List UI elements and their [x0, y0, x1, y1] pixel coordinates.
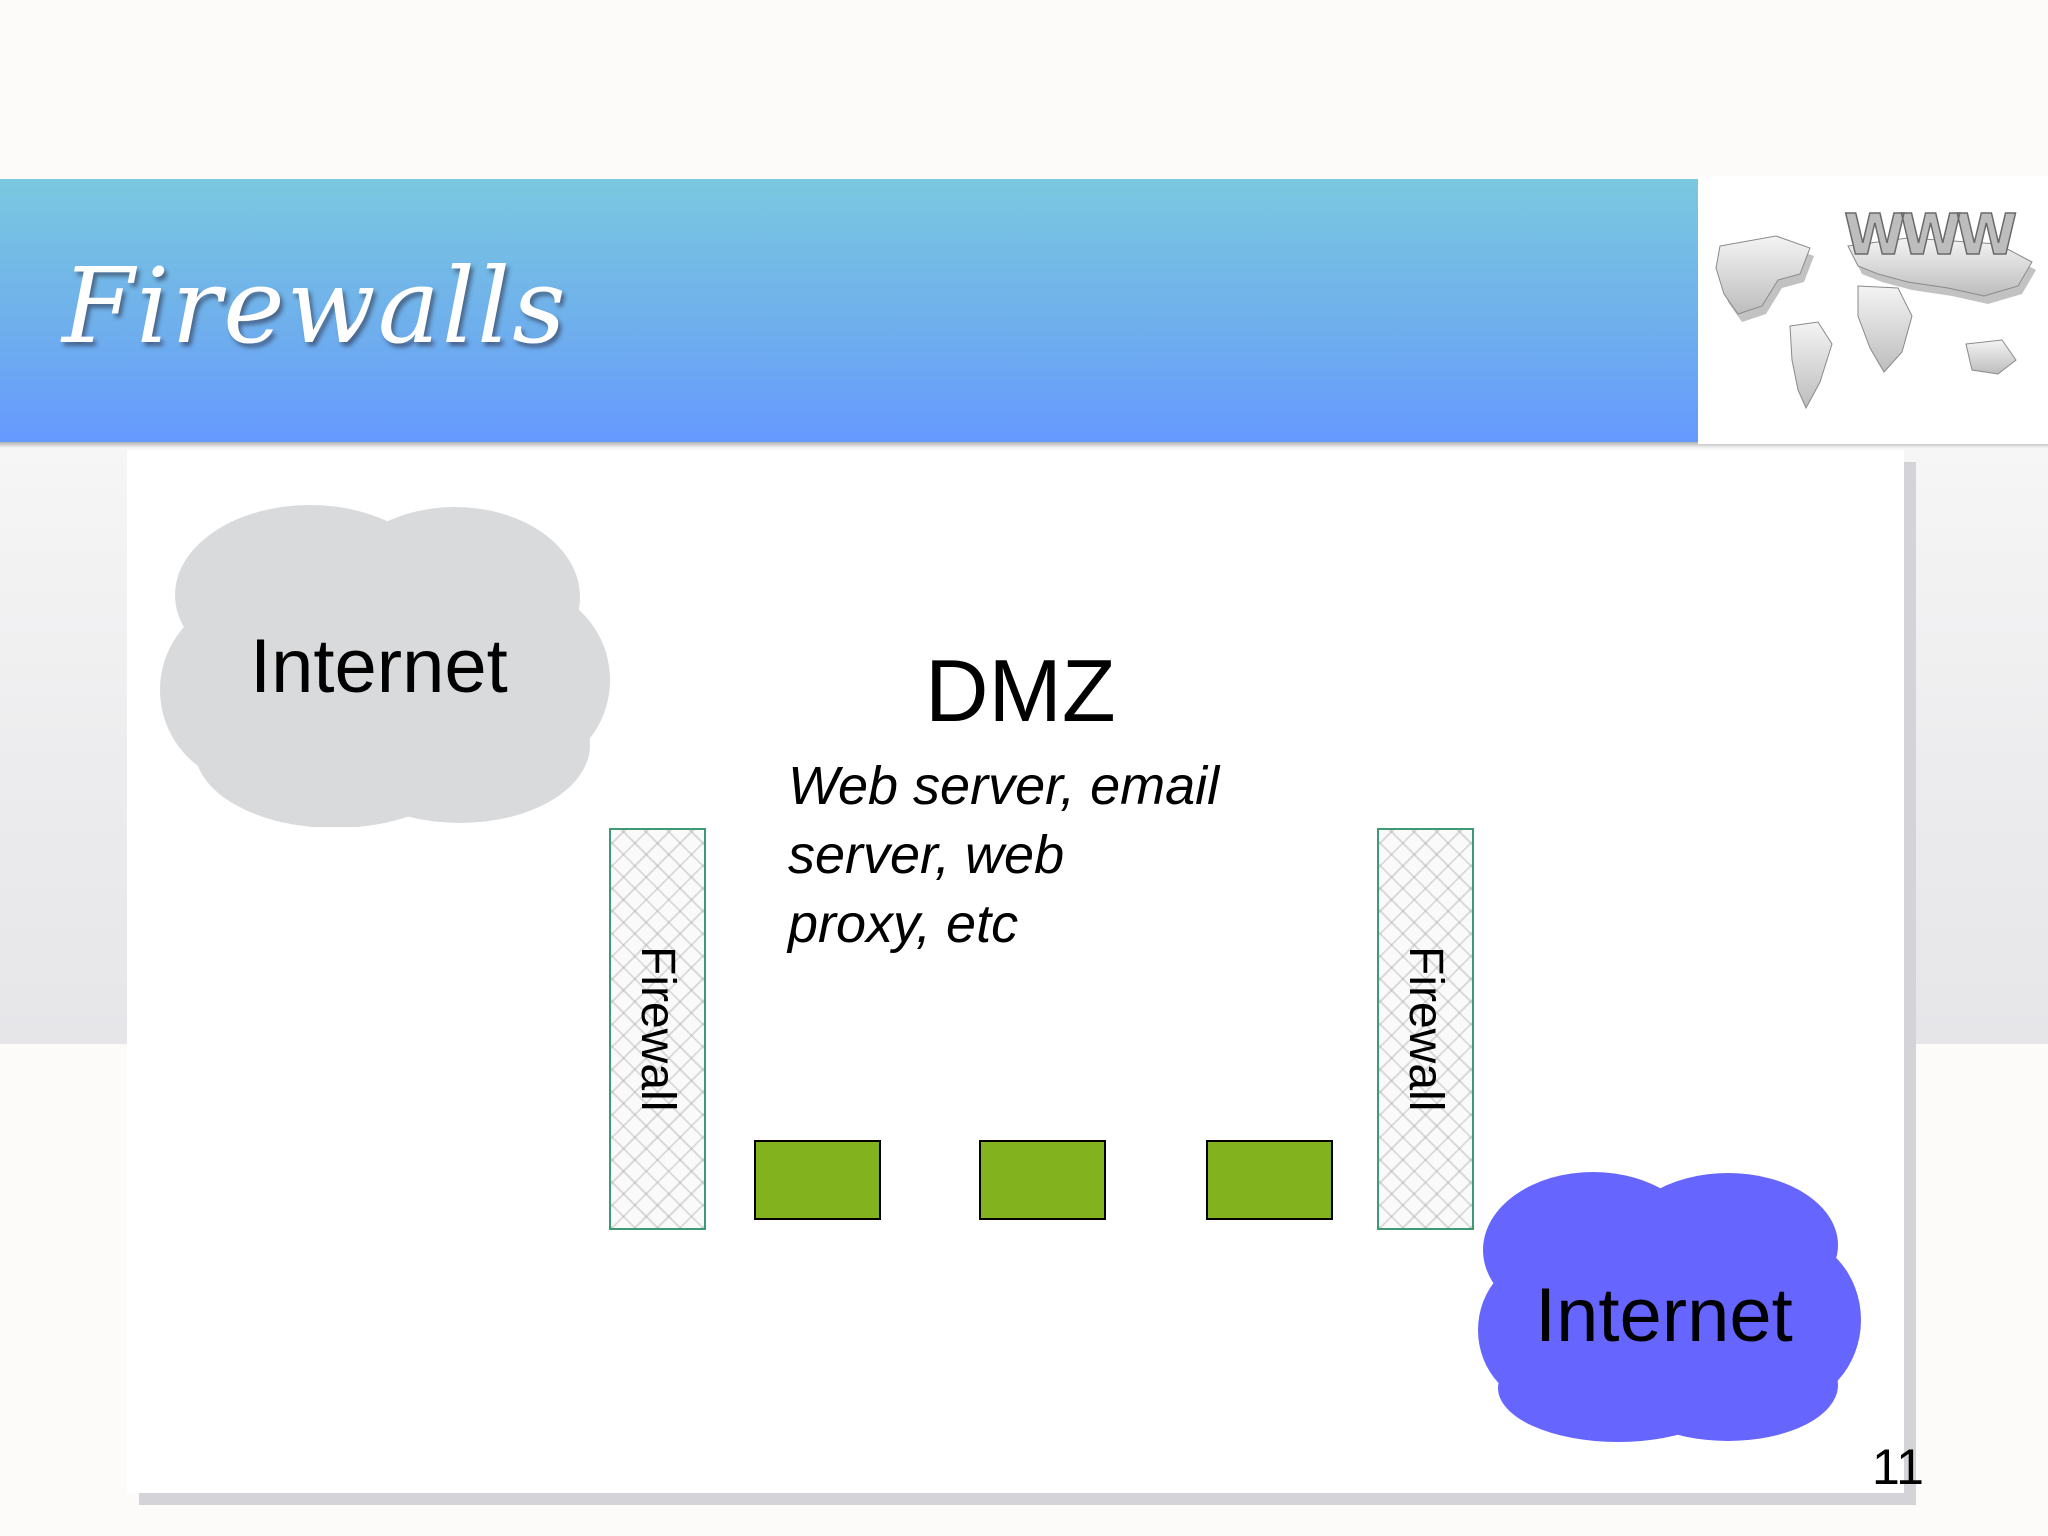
- internet-label-top: Internet: [250, 624, 508, 709]
- www-label: WWW: [1844, 203, 2017, 268]
- dmz-description: Web server, email server, web proxy, etc: [788, 752, 1308, 959]
- firewall-left: Firewall: [609, 828, 706, 1230]
- dmz-description-line: server, web: [788, 825, 1065, 885]
- dmz-description-line: Web server, email: [788, 756, 1220, 816]
- server-box: [979, 1140, 1106, 1220]
- world-map-icon: WWW: [1715, 202, 2036, 410]
- world-map-image: WWW: [1698, 176, 2048, 444]
- server-box: [754, 1140, 881, 1220]
- server-box: [1206, 1140, 1333, 1220]
- firewall-right: Firewall: [1377, 828, 1474, 1230]
- dmz-description-line: proxy, etc: [788, 894, 1019, 954]
- page-number: 11: [1872, 1439, 1924, 1495]
- title-bar-shadow: [0, 442, 2048, 448]
- internet-cloud-top: [160, 505, 610, 827]
- firewall-left-label: Firewall: [631, 946, 684, 1112]
- slide-title: Firewalls: [62, 245, 568, 367]
- title-bar: [0, 179, 1698, 442]
- internet-label-bottom: Internet: [1535, 1273, 1793, 1358]
- internet-cloud-bottom: [1478, 1172, 1861, 1442]
- dmz-title: DMZ: [925, 641, 1116, 740]
- firewall-right-label: Firewall: [1399, 946, 1452, 1112]
